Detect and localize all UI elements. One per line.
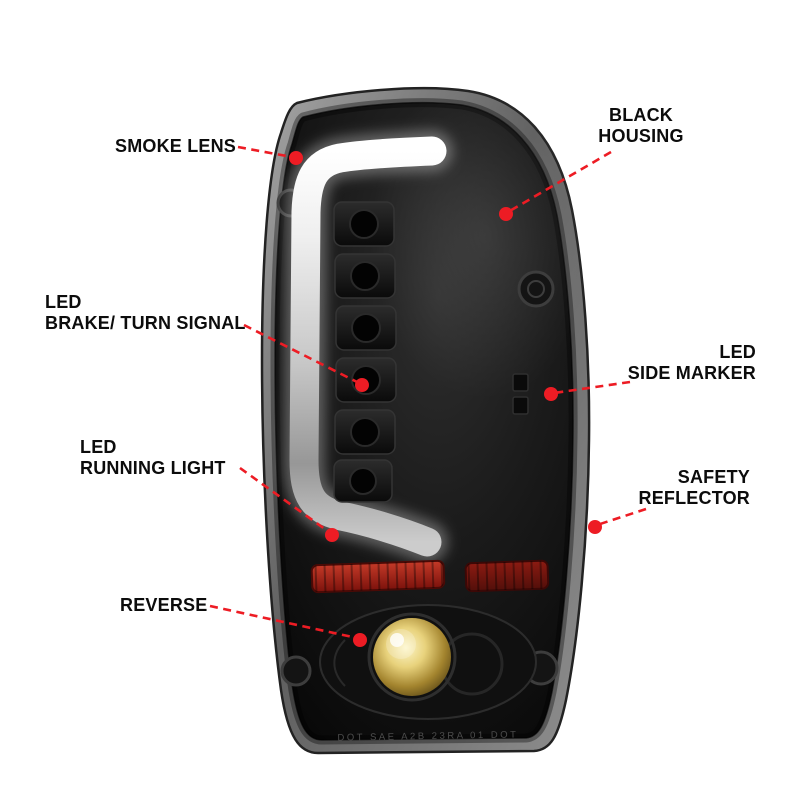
led-light-bar-tube — [289, 136, 447, 557]
housing-highlight — [370, 70, 600, 400]
safety-reflector-right — [464, 559, 550, 593]
callout-line-black-housing — [507, 150, 612, 214]
led-module — [333, 201, 395, 247]
callout-dot-black-housing — [499, 207, 513, 221]
callout-label-black-housing: BLACK HOUSING — [596, 105, 686, 146]
led-module — [334, 409, 396, 455]
reverse-bulb — [373, 618, 451, 696]
callout-label-safety-reflector: SAFETY REFLECTOR — [639, 467, 750, 508]
callout-line-led-running-light — [239, 466, 330, 534]
callout-label-line: REVERSE — [120, 595, 208, 615]
callout-label-line: LED — [80, 437, 117, 457]
callout-label-line: SAFETY — [677, 467, 750, 487]
callout-line-reverse — [209, 604, 358, 640]
callout-label-line: SMOKE LENS — [115, 136, 237, 156]
callout-label-line: LED — [45, 292, 82, 312]
callout-label-led-side-marker: LED SIDE MARKER — [628, 342, 756, 383]
led-module — [335, 305, 397, 351]
screw-right-inner — [527, 280, 545, 298]
callout-dot-led-brake — [355, 378, 369, 392]
callout-label-line: BRAKE/ TURN SIGNAL — [45, 312, 246, 333]
callout-line-safety-reflector — [596, 507, 647, 527]
callout-label-line: SIDE MARKER — [627, 362, 756, 383]
side-marker-notches — [512, 373, 529, 415]
callout-dot-safety-reflector — [588, 520, 602, 534]
callout-label-led-running-light: LED RUNNING LIGHT — [80, 437, 226, 478]
callout-dot-led-running-light — [325, 528, 339, 542]
callout-label-line: RUNNING LIGHT — [80, 457, 226, 478]
safety-reflector-left — [310, 559, 446, 594]
led-module — [334, 253, 396, 299]
callout-leaders — [209, 145, 647, 640]
led-brake-modules — [333, 201, 397, 503]
callout-label-line: REFLECTOR — [638, 487, 750, 508]
callout-line-smoke-lens — [237, 145, 293, 159]
reverse-bulb-ring — [367, 612, 457, 702]
callout-label-reverse: REVERSE — [120, 595, 207, 616]
callout-dots — [289, 151, 602, 647]
screw-bottom-left — [280, 655, 312, 687]
callout-dot-led-side-marker — [544, 387, 558, 401]
callout-label-smoke-lens: SMOKE LENS — [115, 136, 236, 157]
led-module — [333, 459, 393, 503]
callout-dot-smoke-lens — [289, 151, 303, 165]
reverse-light-area — [319, 604, 537, 720]
embossed-certification-text: DOT SAE A2B 23RA 01 DOT — [337, 729, 518, 743]
callout-label-line: BLACK — [609, 105, 673, 125]
tail-light: DOT SAE A2B 23RA 01 DOT — [260, 70, 600, 755]
callout-label-line: LED — [719, 342, 756, 362]
callout-dot-reverse — [353, 633, 367, 647]
callout-label-led-brake-turn-signal: LED BRAKE/ TURN SIGNAL — [45, 292, 246, 333]
callout-line-led-brake — [243, 323, 360, 385]
bulb-specular-highlight — [390, 633, 404, 647]
callout-label-line: HOUSING — [598, 125, 684, 146]
